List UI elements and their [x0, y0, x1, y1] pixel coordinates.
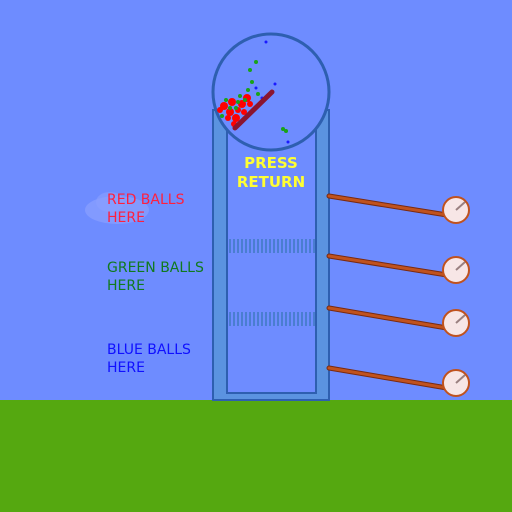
ball [217, 107, 223, 113]
ball [250, 80, 254, 84]
ball [246, 88, 250, 92]
ball [284, 129, 288, 133]
paddle-2[interactable] [326, 253, 470, 284]
ball [264, 40, 268, 44]
ball [273, 82, 277, 86]
ball [236, 100, 240, 104]
tube-inner [226, 124, 317, 394]
cloud [85, 192, 149, 224]
paddle-1[interactable] [326, 193, 470, 224]
ball [225, 115, 231, 121]
ball [254, 86, 258, 90]
ball [248, 68, 252, 72]
grate-upper [229, 239, 315, 253]
ball [220, 114, 224, 118]
ball [254, 60, 258, 64]
release-lever[interactable] [232, 89, 275, 131]
ball [238, 94, 242, 98]
ball [286, 140, 290, 144]
ball [224, 98, 228, 102]
press-return-prompt: PRESS RETURN [236, 154, 306, 191]
ball [232, 114, 240, 122]
ball [234, 106, 238, 110]
ball [247, 101, 253, 107]
paddle-4[interactable] [326, 365, 470, 397]
ball [281, 127, 285, 131]
ground [0, 400, 512, 512]
ball [243, 98, 247, 102]
green-bin-label: GREEN BALLS HERE [107, 260, 204, 294]
ball [226, 108, 234, 116]
red-bin-label: RED BALLS HERE [107, 192, 185, 226]
paddles [326, 193, 470, 397]
blue-bin-label: BLUE BALLS HERE [107, 342, 191, 376]
balls [217, 40, 290, 144]
grate-lower [229, 312, 315, 326]
paddle-3[interactable] [326, 305, 470, 337]
ball [241, 109, 247, 115]
ball [228, 106, 232, 110]
ball [228, 98, 236, 106]
ball [256, 92, 260, 96]
